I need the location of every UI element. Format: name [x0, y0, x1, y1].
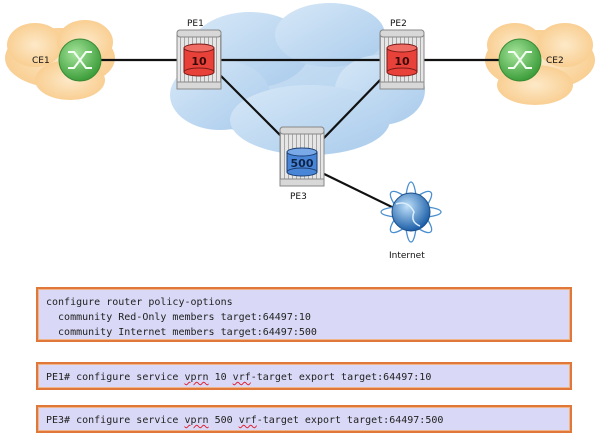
command-text: -target export target:64497:500 — [256, 415, 444, 426]
command-keyword: vrf — [232, 372, 251, 383]
pe3-label: PE3 — [290, 192, 307, 202]
link-pe1-pe3 — [219, 74, 286, 141]
pe2-router-icon — [379, 29, 425, 90]
config-line: community Internet members target:64497:… — [46, 327, 317, 338]
policy-options-config-box: configure router policy-options communit… — [36, 287, 572, 342]
command-text: -target export target:64497:10 — [250, 372, 432, 383]
ce2-router-icon — [498, 38, 542, 82]
link-pe3-internet — [315, 169, 399, 211]
command-text: PE1# configure service — [46, 372, 185, 383]
ce2-label: CE2 — [546, 56, 564, 66]
pe2-service-id: 10 — [394, 55, 410, 68]
pe3-vrf-target-config-box: PE3# configure service vprn 500 vrf-targ… — [36, 405, 572, 433]
pe3-service-id: 500 — [291, 157, 314, 170]
ce1-label: CE1 — [32, 56, 50, 66]
internet-globe-icon — [380, 181, 442, 243]
command-keyword: vrf — [238, 415, 257, 426]
config-line: configure router policy-options — [46, 297, 233, 308]
pe3-router-icon — [279, 126, 325, 187]
internet-label: Internet — [389, 251, 425, 261]
pe1-service-cylinder — [183, 43, 215, 77]
pe1-vrf-target-config-box: PE1# configure service vprn 10 vrf-targe… — [36, 362, 572, 390]
config-line: community Red-Only members target:64497:… — [46, 312, 311, 323]
network-diagram: CE1 CE2 PE1 PE2 PE3 Internet 10 10 500 — [5, 3, 595, 261]
provider-cloud — [170, 3, 425, 155]
links — [100, 58, 500, 211]
pe1-label: PE1 — [187, 19, 204, 29]
command-text: PE3# configure service — [46, 415, 185, 426]
command-keyword: vprn — [184, 415, 209, 426]
command-text: 500 — [208, 415, 239, 426]
pe2-label: PE2 — [390, 19, 407, 29]
pe2-service-cylinder — [386, 43, 418, 77]
link-pe2-pe3 — [321, 77, 383, 141]
pe1-router-icon — [176, 29, 222, 90]
pe1-service-id: 10 — [191, 55, 207, 68]
ce1-router-icon — [58, 38, 102, 82]
command-text: 10 — [208, 372, 233, 383]
command-keyword: vprn — [184, 372, 209, 383]
pe3-service-cylinder — [286, 147, 318, 177]
